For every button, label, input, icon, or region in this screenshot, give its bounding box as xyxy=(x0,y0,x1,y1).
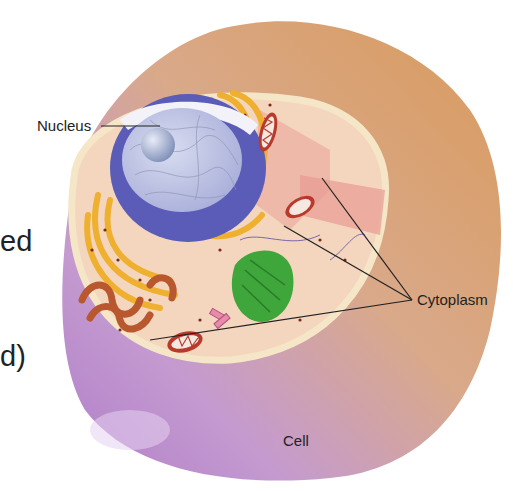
slide-text-fragment: d) xyxy=(0,341,26,373)
part-label: Cell xyxy=(283,433,309,450)
slide-text-fragment: ed xyxy=(0,226,32,258)
part-label: Cytoplasm xyxy=(417,292,488,309)
part-label: Nucleus xyxy=(37,118,91,135)
